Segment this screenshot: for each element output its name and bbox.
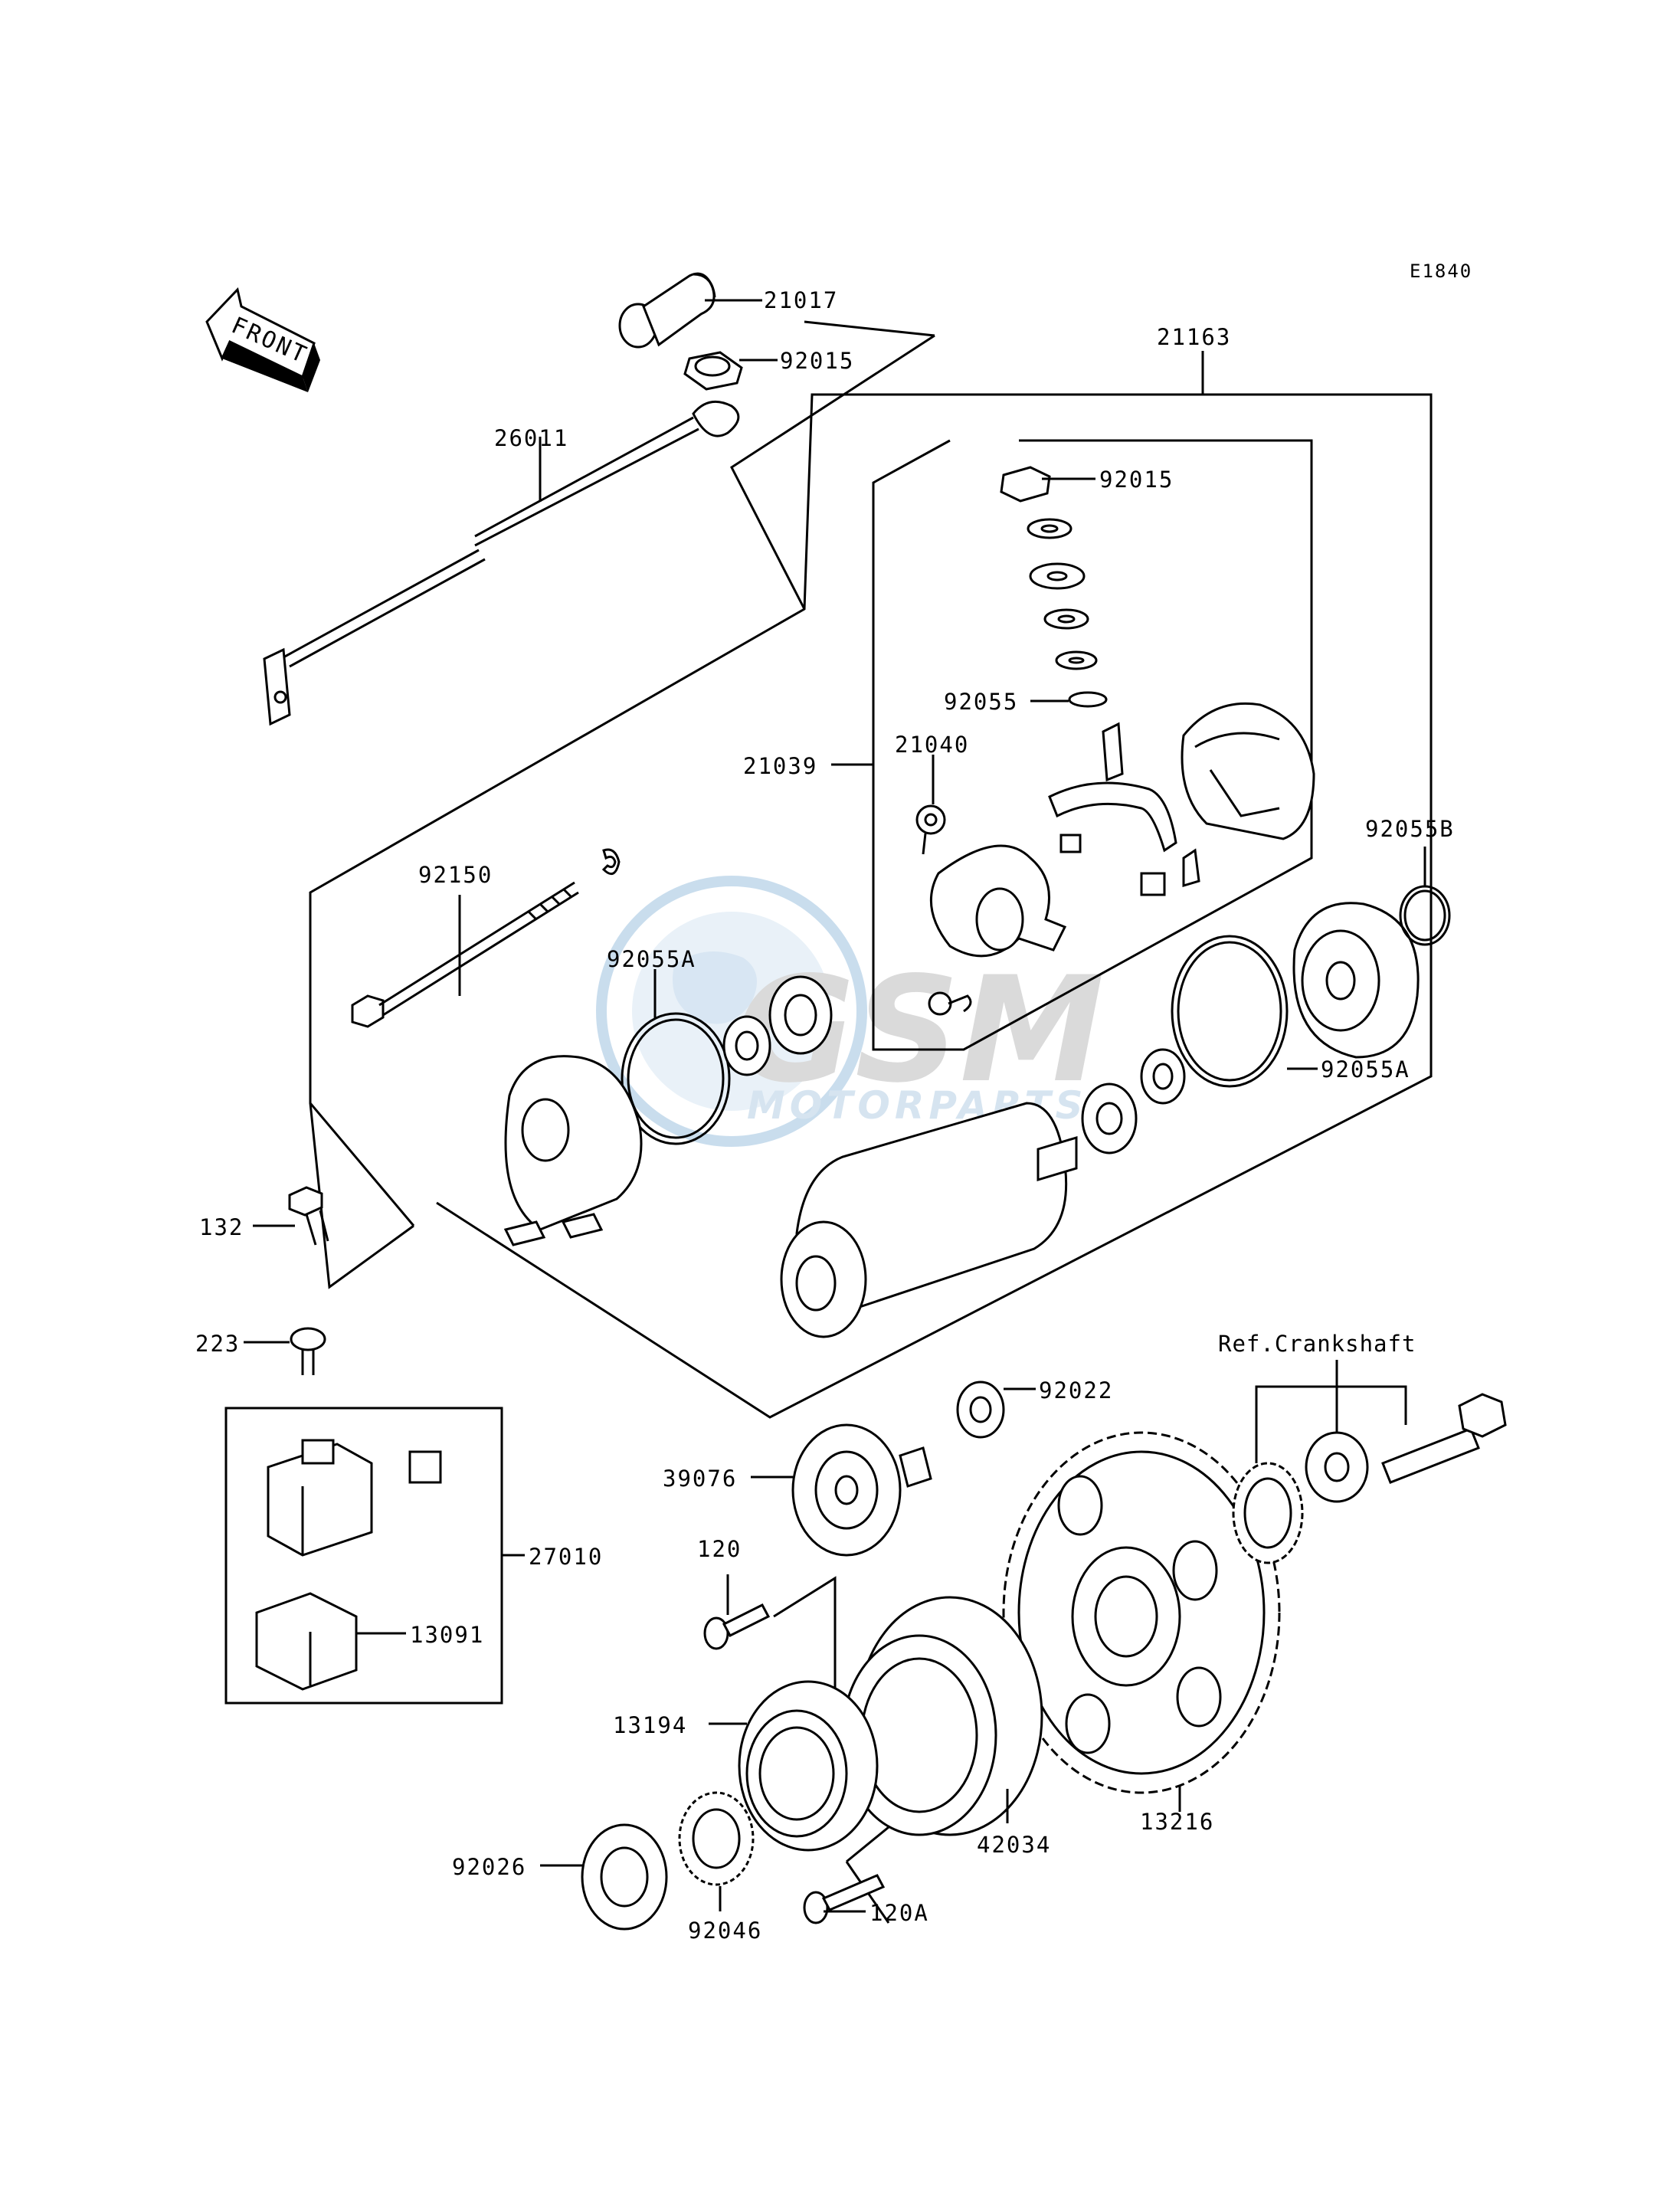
label-92046: 92046: [688, 1918, 762, 1944]
part-120A-bolt-icon: [803, 1874, 886, 1924]
label-ref-crankshaft: Ref.Crankshaft: [1218, 1331, 1416, 1357]
part-92055A-oring-icon: [621, 1012, 731, 1145]
front-arrow-icon: FRONT: [205, 287, 320, 392]
label-92026: 92026: [452, 1854, 526, 1880]
rear-cover-icon: [1292, 902, 1420, 1059]
circlip-icon: [601, 848, 621, 876]
bearing-right-icon: [1081, 1048, 1186, 1155]
part-92150-bolt-icon: [351, 881, 579, 1028]
label-27010: 27010: [529, 1544, 603, 1570]
diagram-code: E1840: [1410, 260, 1472, 282]
part-120-bolt-icon: [703, 1603, 771, 1650]
label-21163: 21163: [1157, 324, 1231, 350]
end-cover-icon: [1181, 702, 1315, 840]
leader-lines: [244, 299, 1426, 1913]
part-223-screw-icon: [290, 1327, 326, 1375]
label-92015-top: 92015: [780, 348, 854, 374]
part-92055A-oring-right-icon: [1171, 935, 1289, 1088]
label-21040: 21040: [895, 732, 969, 758]
label-132: 132: [199, 1214, 244, 1240]
part-21040-spring-icon: [915, 804, 1067, 958]
label-21039: 21039: [743, 753, 817, 779]
crank-bolt-icon: [1381, 1393, 1507, 1484]
label-92055A-left: 92055A: [607, 946, 696, 972]
bearing-left-icon: [722, 975, 833, 1076]
motor-yoke-icon: [780, 1102, 1078, 1338]
crank-gear-icon: [1232, 1462, 1304, 1564]
part-92055B-oring-icon: [1399, 885, 1451, 946]
relay-icon: [267, 1439, 373, 1557]
brush-plate-icon: [1048, 722, 1200, 896]
assembly-frames: [309, 320, 1433, 1924]
label-21017: 21017: [764, 287, 838, 313]
label-92055: 92055: [944, 689, 1018, 715]
label-13194: 13194: [613, 1712, 687, 1738]
label-39076: 39076: [663, 1466, 737, 1492]
label-92150: 92150: [418, 862, 493, 888]
label-13216: 13216: [1140, 1809, 1214, 1835]
label-92022: 92022: [1039, 1377, 1113, 1403]
fuse-icon: [408, 1450, 442, 1484]
part-13216-gear-icon: [1002, 1431, 1281, 1794]
part-42034-housing-icon: [841, 1596, 1043, 1836]
part-21017-cap-icon: [618, 272, 716, 349]
label-92015: 92015: [1099, 467, 1174, 493]
washer-stack-icon: [1000, 466, 1108, 708]
label-120A: 120A: [869, 1900, 929, 1926]
label-13091: 13091: [410, 1622, 484, 1648]
part-26011-cable-icon: [263, 400, 740, 726]
relay-cover-icon: [255, 1592, 358, 1691]
label-42034: 42034: [977, 1832, 1051, 1858]
part-92026-washer-icon: [581, 1823, 668, 1931]
part-13194-clutch-icon: [738, 1680, 879, 1852]
label-223: 223: [195, 1331, 240, 1357]
front-cover-icon: [503, 1055, 643, 1246]
brush-spring-icon: [928, 991, 972, 1016]
label-120: 120: [697, 1536, 742, 1562]
part-92046-needle-bearing-icon: [678, 1791, 755, 1886]
part-labels: 21017 92015 21163 26011 92015 92055 2104…: [195, 287, 1455, 1944]
label-92055B: 92055B: [1365, 816, 1455, 842]
part-92015-nut-icon: [683, 351, 743, 391]
part-39076-gear-icon: [791, 1423, 932, 1557]
part-92022-washer-icon: [956, 1381, 1005, 1439]
part-132-bolt-icon: [288, 1186, 329, 1246]
crank-washer-icon: [1305, 1431, 1369, 1503]
label-26011: 26011: [494, 425, 568, 451]
label-92055A-right: 92055A: [1321, 1056, 1410, 1082]
